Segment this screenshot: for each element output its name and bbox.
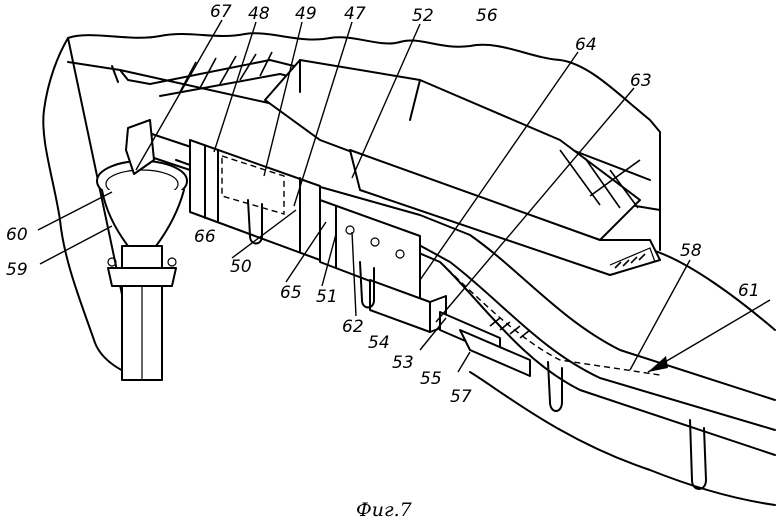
section-outline: [42, 32, 776, 506]
label-56: 56: [476, 6, 498, 26]
label-53: 53: [392, 353, 414, 373]
bracket-57: [439, 311, 531, 377]
label-60: 60: [6, 225, 28, 245]
label-59: 59: [6, 260, 28, 280]
label-57: 57: [450, 387, 472, 407]
label-63: 63: [630, 71, 652, 91]
arrow-61-head: [648, 356, 668, 372]
label-65: 65: [280, 283, 302, 303]
label-47: 47: [344, 4, 366, 24]
lower-beam: [349, 149, 661, 276]
label-49: 49: [295, 4, 317, 24]
label-51: 51: [316, 287, 338, 307]
label-62: 62: [342, 317, 364, 337]
label-66: 66: [194, 227, 216, 247]
label-52: 52: [412, 6, 434, 26]
chute-67: [125, 119, 155, 175]
label-48: 48: [248, 4, 270, 24]
label-50: 50: [230, 257, 252, 277]
funnel: [96, 160, 188, 381]
upper-slab-edge: [119, 69, 151, 85]
figure-caption: Фиг.7: [356, 499, 413, 521]
label-67: 67: [210, 2, 232, 22]
label-54: 54: [368, 333, 390, 353]
label-64: 64: [575, 35, 597, 55]
leader-lines: [37, 19, 771, 373]
label-55: 55: [420, 369, 442, 389]
gutter-pipe: [129, 129, 776, 456]
label-61: 61: [738, 281, 760, 301]
bolt-mark: [111, 65, 119, 83]
label-58: 58: [680, 241, 702, 261]
